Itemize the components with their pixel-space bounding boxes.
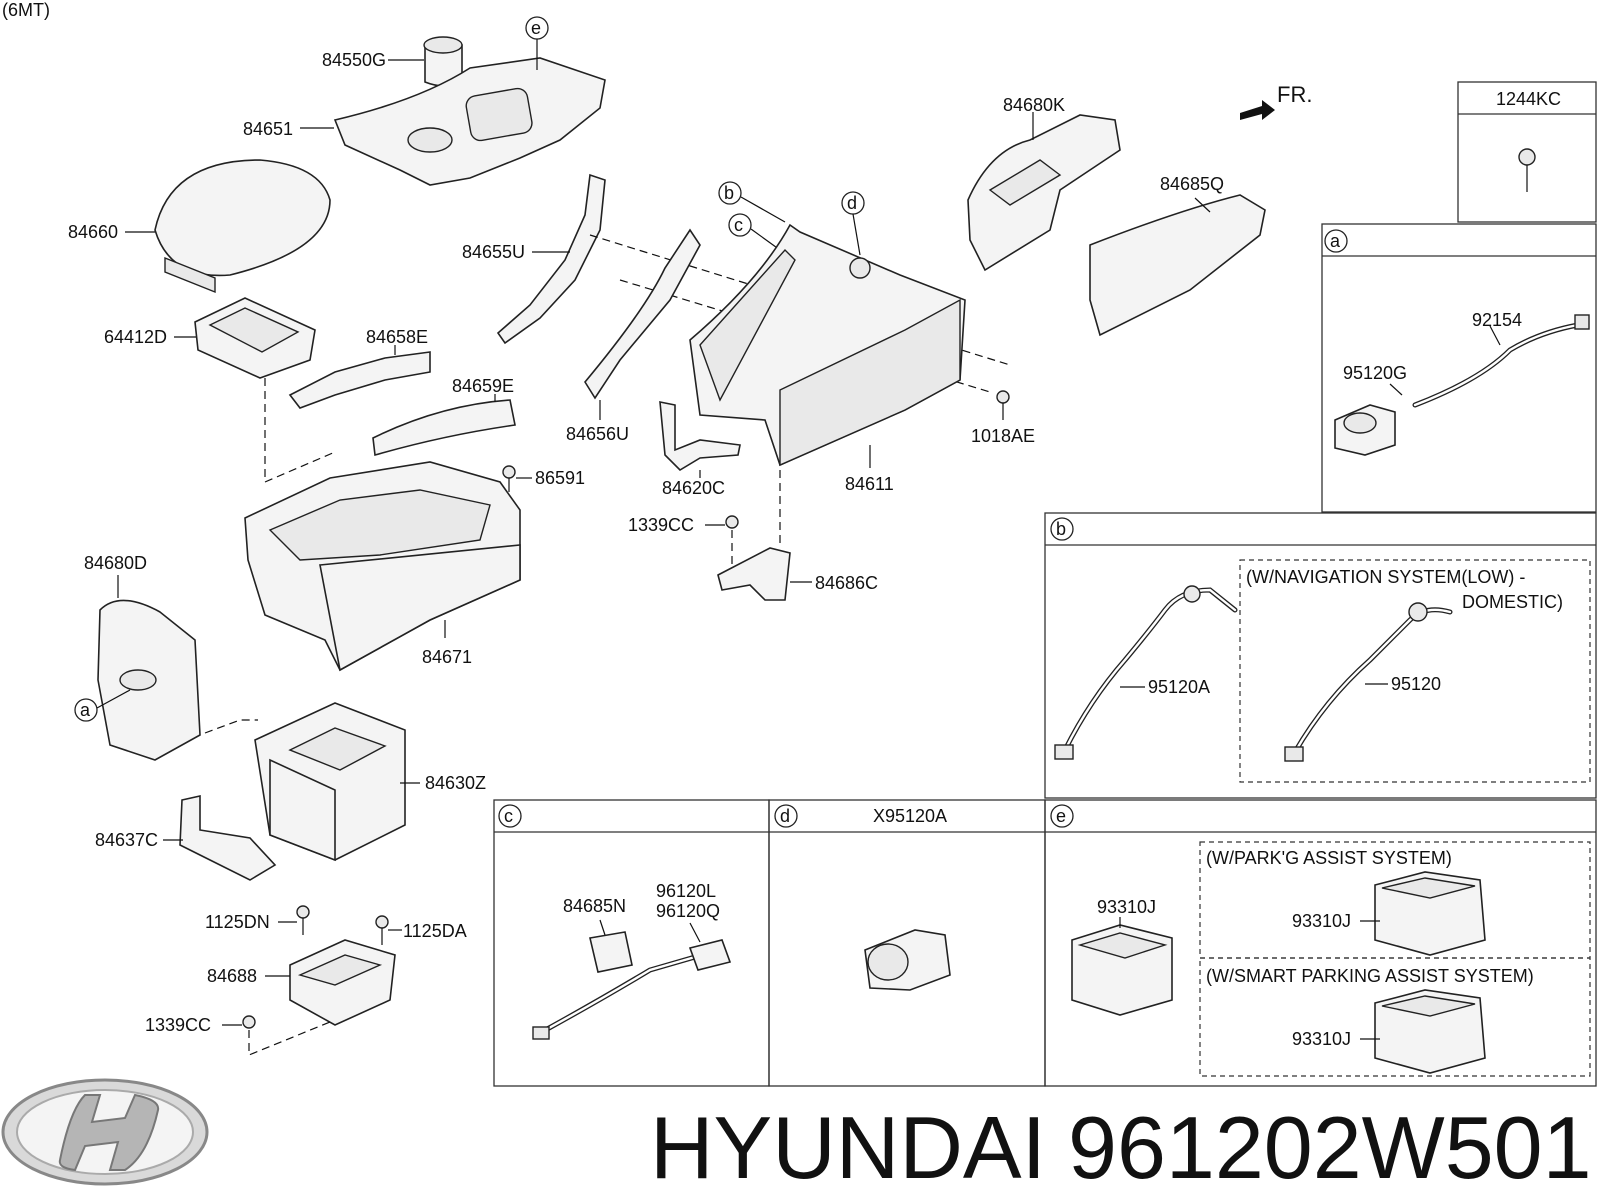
svg-text:93310J: 93310J: [1292, 1029, 1351, 1049]
shifter-panel-84651: [333, 57, 606, 186]
panel-d: d X95120A: [768, 799, 1046, 1087]
panel-a: a 92154 95120G: [1321, 223, 1597, 513]
part-number: 961202W501: [1068, 1098, 1592, 1197]
label-84671: 84671: [422, 647, 472, 667]
armrest-84660: [154, 159, 331, 294]
clip-86591: [502, 465, 516, 492]
label-84688: 84688: [207, 966, 257, 986]
svg-text:96120L: 96120L: [656, 881, 716, 901]
nut-1339CC-b-icon: [242, 1015, 256, 1029]
bracket-84688: [289, 939, 396, 1026]
screw-1244KC-icon: [1518, 148, 1536, 166]
label-84655U: 84655U: [462, 242, 525, 262]
svg-text:e: e: [531, 18, 541, 38]
bracket-84658E: [288, 351, 431, 409]
svg-text:93310J: 93310J: [1097, 897, 1156, 917]
callout-a: [74, 698, 98, 722]
label-1339CC-a: 1339CC: [628, 515, 694, 535]
svg-text:(W/SMART PARKING ASSIST SYSTEM: (W/SMART PARKING ASSIST SYSTEM): [1206, 966, 1534, 986]
label-64412D: 64412D: [104, 327, 167, 347]
svg-text:X95120A: X95120A: [873, 806, 947, 826]
svg-text:96120Q: 96120Q: [656, 901, 720, 921]
svg-text:DOMESTIC): DOMESTIC): [1462, 592, 1563, 612]
svg-text:d: d: [847, 193, 857, 213]
svg-text:(W/PARK'G ASSIST SYSTEM): (W/PARK'G ASSIST SYSTEM): [1206, 848, 1452, 868]
trim-84656U: [584, 228, 701, 400]
label-84686C: 84686C: [815, 573, 878, 593]
svg-text:b: b: [1056, 519, 1066, 539]
label-84651: 84651: [243, 119, 293, 139]
label-1339CC-b: 1339CC: [145, 1015, 211, 1035]
bracket-84686C: [717, 547, 791, 601]
svg-text:1244KC: 1244KC: [1496, 89, 1561, 109]
label-84660: 84660: [68, 222, 118, 242]
side-panel-84611: [689, 223, 966, 467]
trim-84655U: [496, 173, 606, 345]
label-84680D: 84680D: [84, 553, 147, 573]
label-84550G: 84550G: [322, 50, 386, 70]
svg-text:92154: 92154: [1472, 310, 1522, 330]
tray-64412D: [194, 297, 316, 379]
svg-text:a: a: [1330, 231, 1341, 251]
svg-text:d: d: [780, 806, 790, 826]
hyundai-logo-icon: [1, 1078, 209, 1186]
label-84620C: 84620C: [662, 478, 725, 498]
svg-text:93310J: 93310J: [1292, 911, 1351, 931]
label-84611: 84611: [845, 474, 894, 494]
front-arrow-icon: [1240, 100, 1275, 120]
screw-1018AE-icon: [996, 390, 1010, 404]
label-84656U: 84656U: [566, 424, 629, 444]
end-panel-84680D: [97, 599, 201, 761]
svg-text:c: c: [734, 215, 743, 235]
svg-text:(W/NAVIGATION SYSTEM(LOW) -: (W/NAVIGATION SYSTEM(LOW) -: [1246, 567, 1525, 587]
bracket-84637C: [179, 795, 277, 881]
svg-text:95120G: 95120G: [1343, 363, 1407, 383]
svg-text:95120: 95120: [1391, 674, 1441, 694]
svg-text:b: b: [724, 183, 734, 203]
panel-e: e 93310J (W/PARK'G ASSIST SYSTEM) 93310J…: [1044, 799, 1597, 1087]
svg-text:e: e: [1056, 806, 1066, 826]
panel-c: c 84685N 96120L 96120Q: [493, 799, 770, 1087]
label-84658E: 84658E: [366, 327, 428, 347]
callout-c: [728, 213, 752, 237]
front-marker: FR.: [1277, 82, 1312, 107]
bracket-84620C: [659, 401, 741, 472]
svg-text:84685N: 84685N: [563, 896, 626, 916]
svg-text:95120A: 95120A: [1148, 677, 1210, 697]
trim-84659E: [372, 399, 516, 457]
label-84685Q: 84685Q: [1160, 174, 1224, 194]
panel-84680K: [967, 114, 1121, 272]
bolt-1125DN-icon: [296, 905, 310, 919]
label-86591: 86591: [535, 468, 585, 488]
label-1125DA: 1125DA: [403, 921, 467, 941]
label-1125DN: 1125DN: [205, 912, 270, 932]
svg-text:a: a: [80, 700, 91, 720]
bolt-1125DA-icon: [375, 915, 389, 929]
label-84659E: 84659E: [452, 376, 514, 396]
label-84630Z: 84630Z: [425, 773, 486, 793]
brand-name: HYUNDAI: [650, 1098, 1046, 1197]
label-1018AE: 1018AE: [971, 426, 1035, 446]
console-body-84671: [244, 461, 521, 672]
bracket-box-84630Z: [254, 702, 406, 862]
trim-84685Q: [1089, 194, 1266, 337]
variant-label: (6MT): [2, 0, 50, 20]
panel-1244KC: 1244KC: [1457, 81, 1597, 223]
label-84680K: 84680K: [1003, 95, 1065, 115]
svg-text:c: c: [504, 806, 513, 826]
label-84637C: 84637C: [95, 830, 158, 850]
nut-1339CC-a-icon: [725, 515, 739, 529]
callout-b: [718, 181, 742, 205]
panel-b: b 95120A (W/NAVIGATION SYSTEM(LOW) - DOM…: [1044, 512, 1597, 799]
